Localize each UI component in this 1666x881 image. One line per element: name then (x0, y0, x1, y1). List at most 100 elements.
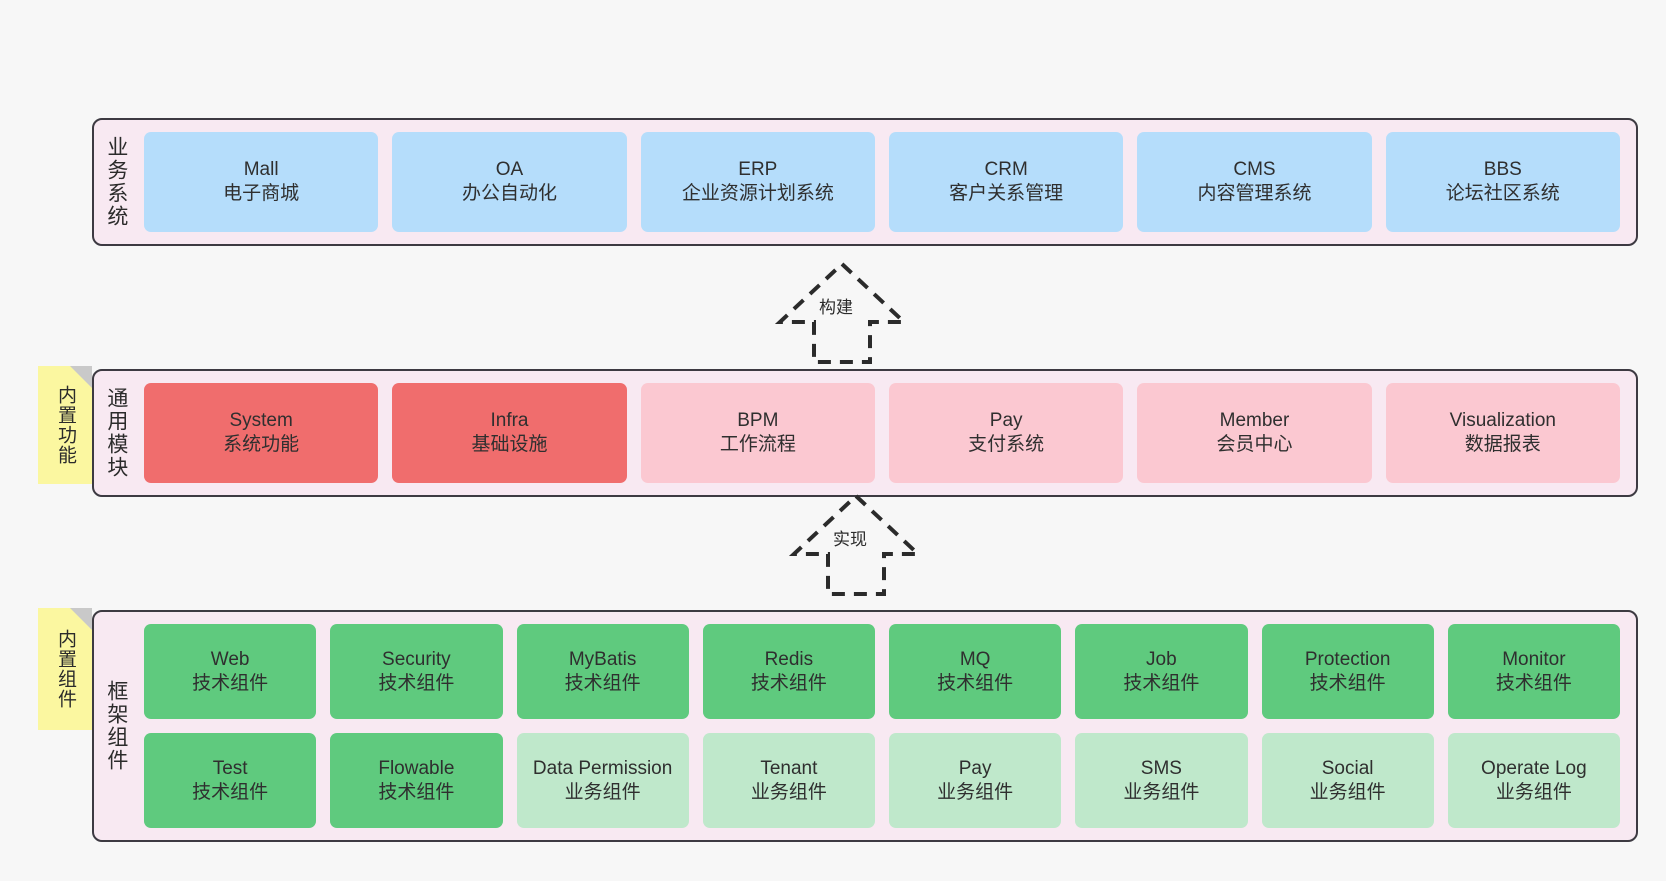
node-bpm[interactable]: BPM 工作流程 (640, 383, 875, 483)
node-title: Security (382, 648, 451, 670)
node-job[interactable]: Job 技术组件 (1075, 624, 1248, 719)
node-title: BBS (1483, 159, 1522, 181)
node-title: MyBatis (568, 648, 637, 670)
node-erp[interactable]: ERP 企业资源计划系统 (640, 132, 875, 232)
sticky-tab-label: 内置组件 (54, 629, 76, 709)
sticky-tab-builtin-components: 内置组件 (38, 608, 92, 730)
node-mybatis[interactable]: MyBatis 技术组件 (516, 624, 689, 719)
layer-framework-components: 框架组件 Web 技术组件 Security 技术组件 MyBatis 技术组件… (92, 610, 1638, 842)
folded-corner-icon (70, 366, 92, 388)
sticky-tab-builtin-features: 内置功能 (38, 366, 92, 484)
arrow-implement-label: 实现 (833, 530, 867, 549)
layer-title-common: 通用模块 (104, 387, 128, 479)
arrow-build-label: 构建 (819, 298, 853, 317)
node-title: Data Permission (532, 757, 673, 779)
box-row: System 系统功能 Infra 基础设施 BPM 工作流程 Pay 支付系统… (144, 383, 1620, 483)
arrow-build: 构建 (752, 258, 932, 368)
node-visualization[interactable]: Visualization 数据报表 (1385, 383, 1620, 483)
node-oa[interactable]: OA 办公自动化 (392, 132, 627, 232)
node-subtitle: 技术组件 (378, 672, 455, 694)
sticky-tab-label: 内置功能 (54, 385, 76, 465)
node-subtitle: 技术组件 (564, 672, 641, 694)
node-flowable[interactable]: Flowable 技术组件 (330, 733, 503, 828)
node-tenant[interactable]: Tenant 业务组件 (702, 733, 875, 828)
node-subtitle: 内容管理系统 (1197, 183, 1312, 204)
node-mq[interactable]: MQ 技术组件 (889, 624, 1062, 719)
node-subtitle: 论坛社区系统 (1445, 183, 1560, 204)
node-title: System (229, 410, 293, 432)
node-subtitle: 客户关系管理 (949, 183, 1064, 204)
box-row: Test 技术组件 Flowable 技术组件 Data Permission … (144, 733, 1620, 828)
node-title: Member (1219, 410, 1290, 432)
node-pay-business[interactable]: Pay 业务组件 (889, 733, 1062, 828)
node-title: Operate Log (1481, 757, 1587, 779)
node-title: Pay (958, 757, 992, 779)
node-subtitle: 业务组件 (1309, 781, 1386, 803)
node-subtitle: 办公自动化 (461, 183, 557, 204)
node-title: Test (212, 757, 248, 779)
node-test[interactable]: Test 技术组件 (144, 733, 317, 828)
node-title: Redis (764, 648, 814, 670)
node-subtitle: 基础设施 (471, 434, 548, 455)
node-crm[interactable]: CRM 客户关系管理 (888, 132, 1124, 232)
node-operate-log[interactable]: Operate Log 业务组件 (1447, 733, 1620, 828)
node-subtitle: 技术组件 (378, 781, 455, 803)
node-infra[interactable]: Infra 基础设施 (392, 383, 627, 483)
node-system[interactable]: System 系统功能 (144, 383, 379, 483)
node-bbs[interactable]: BBS 论坛社区系统 (1385, 132, 1620, 232)
node-subtitle: 业务组件 (564, 781, 641, 803)
layer-title-business: 业务系统 (104, 136, 128, 228)
node-title: Pay (989, 410, 1023, 432)
node-title: Job (1146, 648, 1177, 670)
node-social[interactable]: Social 业务组件 (1261, 733, 1434, 828)
node-cms[interactable]: CMS 内容管理系统 (1137, 132, 1372, 232)
node-redis[interactable]: Redis 技术组件 (702, 624, 875, 719)
node-subtitle: 业务组件 (1123, 781, 1200, 803)
node-title: Flowable (378, 757, 455, 779)
box-row: Web 技术组件 Security 技术组件 MyBatis 技术组件 Redi… (144, 624, 1620, 719)
node-title: Monitor (1502, 648, 1566, 670)
node-subtitle: 技术组件 (192, 672, 269, 694)
node-subtitle: 系统功能 (223, 434, 300, 455)
dashed-hollow-arrow-icon (788, 493, 924, 596)
node-title: ERP (738, 159, 778, 181)
dashed-hollow-arrow-icon (774, 261, 910, 364)
node-title: OA (495, 159, 524, 181)
node-title: Infra (490, 410, 529, 432)
node-subtitle: 企业资源计划系统 (681, 183, 834, 204)
box-row: Mall 电子商城 OA 办公自动化 ERP 企业资源计划系统 CRM 客户关系… (144, 132, 1620, 232)
node-data-permission[interactable]: Data Permission 业务组件 (516, 733, 689, 828)
node-protection[interactable]: Protection 技术组件 (1261, 624, 1434, 719)
folded-corner-icon (70, 608, 92, 630)
arrow-implement: 实现 (766, 490, 946, 600)
node-web[interactable]: Web 技术组件 (144, 624, 317, 719)
layer-business-boxes: Mall 电子商城 OA 办公自动化 ERP 企业资源计划系统 CRM 客户关系… (138, 120, 1636, 244)
node-monitor[interactable]: Monitor 技术组件 (1447, 624, 1620, 719)
node-mall[interactable]: Mall 电子商城 (144, 132, 379, 232)
node-subtitle: 业务组件 (937, 781, 1014, 803)
node-title: SMS (1140, 757, 1182, 779)
layer-business-system: 业务系统 Mall 电子商城 OA 办公自动化 ERP 企业资源计划系统 CRM… (92, 118, 1638, 246)
node-title: CRM (984, 159, 1028, 181)
node-security[interactable]: Security 技术组件 (330, 624, 503, 719)
node-title: Visualization (1449, 410, 1556, 432)
node-pay[interactable]: Pay 支付系统 (888, 383, 1124, 483)
node-title: BPM (737, 410, 779, 432)
node-title: Protection (1304, 648, 1391, 670)
node-subtitle: 技术组件 (1123, 672, 1200, 694)
node-title: MQ (959, 648, 991, 670)
node-title: Mall (243, 159, 279, 181)
node-subtitle: 技术组件 (1495, 672, 1572, 694)
node-subtitle: 技术组件 (937, 672, 1014, 694)
node-subtitle: 技术组件 (1309, 672, 1386, 694)
node-member[interactable]: Member 会员中心 (1137, 383, 1372, 483)
node-subtitle: 技术组件 (750, 672, 827, 694)
node-subtitle: 会员中心 (1216, 434, 1293, 455)
node-sms[interactable]: SMS 业务组件 (1075, 733, 1248, 828)
node-title: Social (1321, 757, 1374, 779)
layer-common-boxes: System 系统功能 Infra 基础设施 BPM 工作流程 Pay 支付系统… (138, 371, 1636, 495)
node-subtitle: 业务组件 (750, 781, 827, 803)
layer-common-modules: 通用模块 System 系统功能 Infra 基础设施 BPM 工作流程 Pay… (92, 369, 1638, 497)
node-subtitle: 支付系统 (968, 434, 1045, 455)
